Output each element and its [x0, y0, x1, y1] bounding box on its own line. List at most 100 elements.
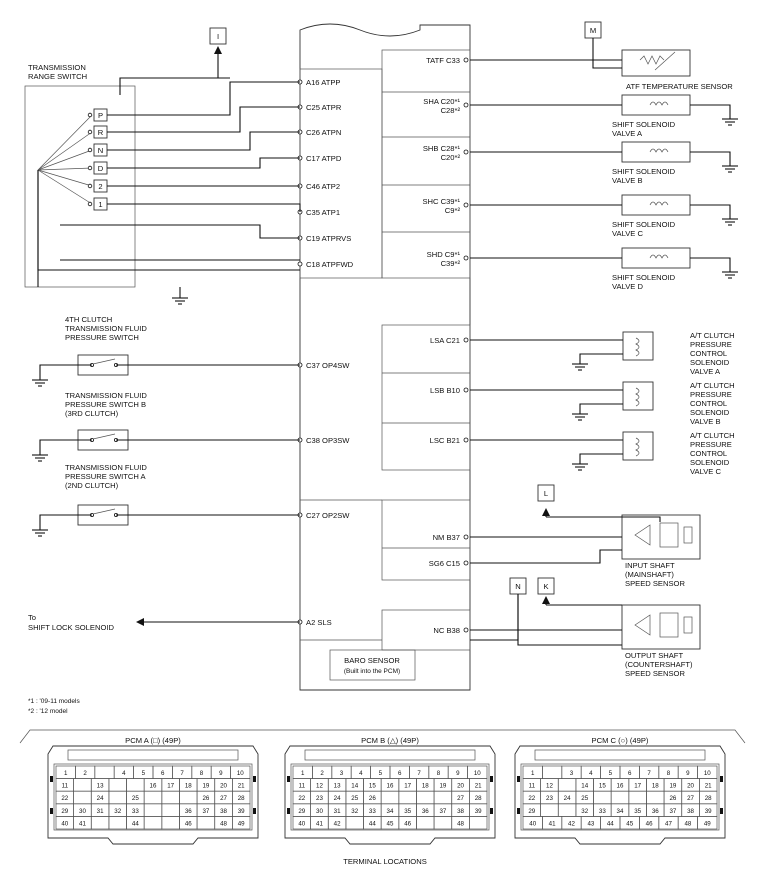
svg-text:11: 11 — [529, 783, 536, 790]
svg-text:I: I — [217, 32, 219, 41]
svg-text:5: 5 — [609, 770, 613, 777]
svg-text:25: 25 — [132, 795, 139, 802]
svg-text:INPUT SHAFT: INPUT SHAFT — [625, 561, 675, 570]
svg-text:6: 6 — [628, 770, 632, 777]
svg-text:4: 4 — [589, 770, 593, 777]
svg-text:PRESSURE: PRESSURE — [690, 390, 732, 399]
svg-text:4: 4 — [359, 770, 363, 777]
svg-text:39: 39 — [238, 808, 245, 815]
pcm-right-pin: LSB B10 — [430, 386, 469, 395]
svg-text:29: 29 — [61, 808, 68, 815]
svg-text:CONTROL: CONTROL — [690, 349, 727, 358]
svg-text:21: 21 — [705, 783, 712, 790]
shift-lock-solenoid-output: To SHIFT LOCK SOLENOID — [28, 613, 300, 632]
svg-text:18: 18 — [652, 783, 659, 790]
svg-text:C27 OP2SW: C27 OP2SW — [306, 511, 350, 520]
svg-text:32: 32 — [114, 808, 121, 815]
svg-text:46: 46 — [646, 820, 653, 827]
svg-text:SOLENOID: SOLENOID — [690, 458, 730, 467]
svg-text:7: 7 — [647, 770, 651, 777]
speed-sensors: INPUT SHAFT(MAINSHAFT)SPEED SENSOR OUTPUT… — [470, 508, 701, 678]
svg-text:27: 27 — [220, 795, 227, 802]
svg-text:17: 17 — [167, 783, 174, 790]
svg-text:48: 48 — [684, 820, 691, 827]
atf-temperature-sensor: ATF TEMPERATURE SENSOR — [470, 38, 733, 91]
svg-text:6: 6 — [398, 770, 402, 777]
svg-text:16: 16 — [387, 783, 394, 790]
svg-text:14: 14 — [351, 783, 358, 790]
svg-text:40: 40 — [61, 820, 68, 827]
pcm-right-pin: LSC B21 — [430, 436, 469, 445]
svg-text:NM B37: NM B37 — [433, 533, 460, 542]
svg-text:40: 40 — [529, 820, 536, 827]
svg-text:11: 11 — [62, 783, 69, 790]
svg-text:30: 30 — [316, 808, 323, 815]
svg-text:OUTPUT SHAFT: OUTPUT SHAFT — [625, 651, 683, 660]
svg-text:23: 23 — [316, 795, 323, 802]
pcm-right-pin: SHC C39*¹C9*² — [422, 197, 469, 215]
svg-text:A/T CLUTCH: A/T CLUTCH — [690, 331, 735, 340]
svg-text:C25 ATPR: C25 ATPR — [306, 103, 342, 112]
svg-text:M: M — [590, 26, 596, 35]
svg-text:PRESSURE: PRESSURE — [690, 440, 732, 449]
svg-text:C26 ATPN: C26 ATPN — [306, 128, 341, 137]
svg-text:TATF C33: TATF C33 — [426, 56, 460, 65]
svg-text:TRANSMISSION FLUID: TRANSMISSION FLUID — [65, 391, 147, 400]
svg-text:SHIFT SOLENOID: SHIFT SOLENOID — [612, 273, 676, 282]
svg-text:28: 28 — [238, 795, 245, 802]
svg-text:14: 14 — [581, 783, 588, 790]
svg-text:27: 27 — [457, 795, 464, 802]
svg-text:49: 49 — [238, 820, 245, 827]
svg-text:42: 42 — [334, 820, 341, 827]
range-position: R — [37, 125, 108, 171]
range-switch-wires — [37, 46, 301, 271]
pcm-right-pin: TATF C33 — [426, 56, 469, 65]
speed-sensor: INPUT SHAFT(MAINSHAFT)SPEED SENSOR — [621, 514, 701, 588]
footnote-2: *2 : '12 model — [28, 708, 68, 715]
svg-text:3: 3 — [340, 770, 344, 777]
svg-text:46: 46 — [404, 820, 411, 827]
svg-text:25: 25 — [351, 795, 358, 802]
svg-text:TRANSMISSION FLUID: TRANSMISSION FLUID — [65, 324, 147, 333]
range-position: N — [37, 143, 108, 171]
svg-text:22: 22 — [528, 795, 535, 802]
svg-text:(2ND CLUTCH): (2ND CLUTCH) — [65, 481, 119, 490]
svg-text:20: 20 — [457, 783, 464, 790]
svg-text:9: 9 — [456, 770, 460, 777]
svg-text:21: 21 — [475, 783, 482, 790]
svg-text:15: 15 — [369, 783, 376, 790]
baro-sensor-title: BARO SENSOR — [344, 656, 400, 665]
svg-text:C17 ATPD: C17 ATPD — [306, 154, 342, 163]
svg-text:22: 22 — [61, 795, 68, 802]
svg-text:(3RD CLUTCH): (3RD CLUTCH) — [65, 409, 119, 418]
svg-text:C28*²: C28*² — [441, 106, 461, 115]
svg-text:C19 ATPRVS: C19 ATPRVS — [306, 234, 351, 243]
svg-text:PRESSURE SWITCH A: PRESSURE SWITCH A — [65, 472, 147, 481]
shift-lock-label: SHIFT LOCK SOLENOID — [28, 623, 114, 632]
svg-text:19: 19 — [439, 783, 446, 790]
svg-text:36: 36 — [652, 808, 659, 815]
to-label: To — [28, 613, 36, 622]
svg-text:17: 17 — [404, 783, 411, 790]
svg-text:CONTROL: CONTROL — [690, 449, 727, 458]
svg-text:25: 25 — [581, 795, 588, 802]
svg-text:29: 29 — [298, 808, 305, 815]
svg-text:(COUNTERSHAFT): (COUNTERSHAFT) — [625, 660, 693, 669]
pcm-right-pin: SG6 C15 — [429, 559, 469, 568]
svg-text:12: 12 — [316, 783, 323, 790]
svg-text:33: 33 — [369, 808, 376, 815]
svg-text:LSA C21: LSA C21 — [430, 336, 460, 345]
range-switch-title-2: RANGE SWITCH — [28, 72, 87, 81]
terminal-locations-label: TERMINAL LOCATIONS — [343, 857, 427, 866]
connector-tag-l: L — [537, 484, 555, 502]
svg-text:13: 13 — [97, 783, 104, 790]
